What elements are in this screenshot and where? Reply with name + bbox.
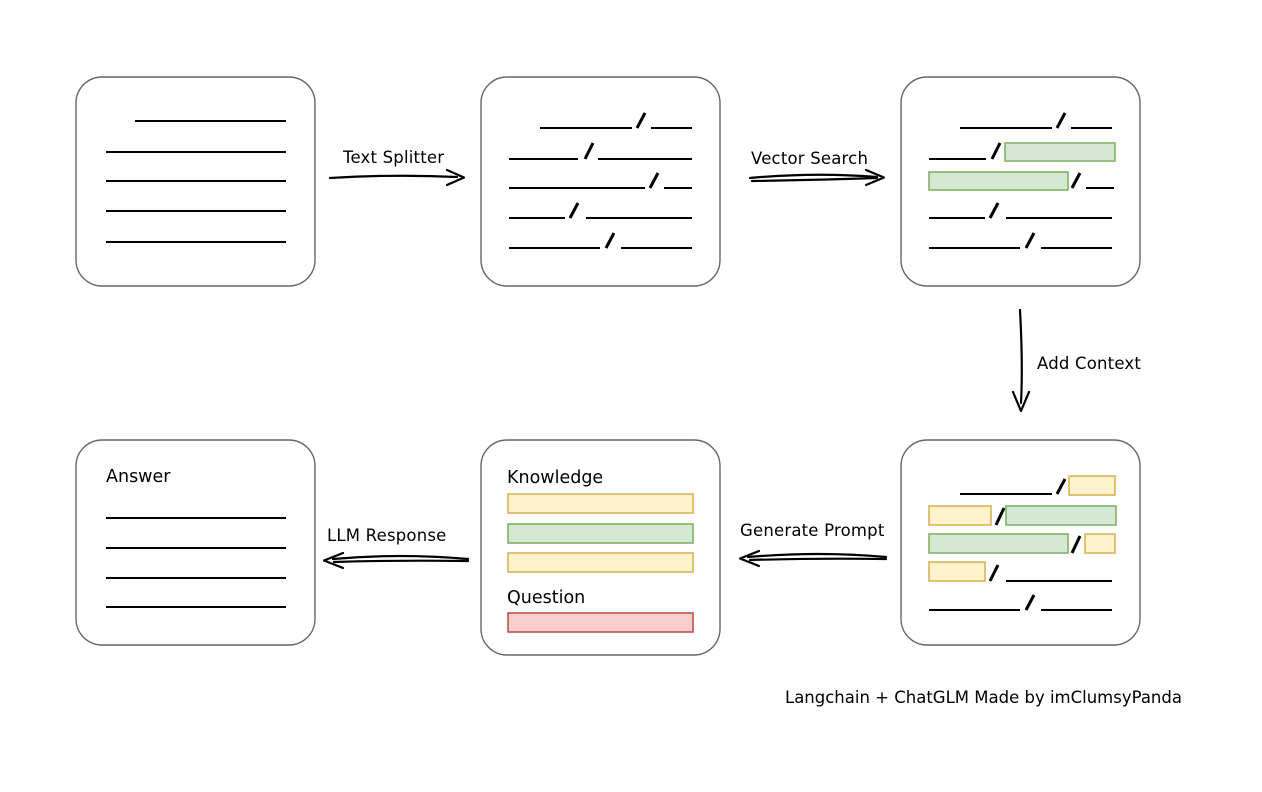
chunk-slash [988, 564, 1000, 582]
arrow-vector-search: Vector Search [748, 149, 886, 187]
chunk-slash [635, 112, 647, 129]
card-answer-frame [75, 439, 316, 646]
knowledge-bar-yellow [507, 552, 694, 573]
answer-heading: Answer [106, 467, 171, 487]
chunk-highlight-green [928, 533, 1069, 554]
arrow-llm-response-head [322, 551, 345, 570]
prompt-question-heading: Question [507, 588, 585, 608]
chunk-row [928, 171, 1114, 191]
chunk-slash [994, 507, 1006, 526]
chunk-row [928, 533, 1116, 554]
chunk-row [509, 202, 692, 220]
footer-credit: Langchain + ChatGLM Made by imClumsyPand… [785, 688, 1182, 707]
chunk-row [929, 142, 1116, 162]
chunk-row [928, 505, 1117, 526]
arrow-llm-response: LLM Response [322, 526, 470, 570]
prompt-knowledge-bars [507, 493, 694, 573]
arrow-text-splitter: Text Splitter [328, 148, 466, 187]
chunk-slash [1055, 112, 1067, 129]
chunk-slash [988, 202, 1000, 219]
arrow-add-context-head [1011, 390, 1031, 413]
chunk-slash [1024, 232, 1036, 249]
chunk-slash [1055, 478, 1067, 495]
chunk-slash [1024, 594, 1036, 611]
arrow-generate-prompt-shaft [746, 552, 888, 559]
prompt-question-bars [507, 612, 694, 633]
chunk-row [540, 112, 692, 130]
arrow-generate-prompt-label: Generate Prompt [740, 521, 885, 540]
chunk-highlight-yellow [1084, 533, 1116, 554]
card-prompt[interactable]: Knowledge Question [480, 439, 721, 656]
chunk-highlight-green [928, 171, 1069, 191]
chunk-slash [583, 142, 595, 160]
prompt-knowledge-heading: Knowledge [507, 468, 603, 488]
arrow-vector-search-label: Vector Search [751, 149, 868, 168]
arrow-llm-response-shaft [331, 554, 470, 561]
source-document-lines [106, 119, 286, 244]
knowledge-bar-green [507, 523, 694, 544]
arrow-generate-prompt: Generate Prompt [738, 521, 888, 568]
arrow-vector-search-shaft [748, 173, 879, 180]
arrow-add-context-label: Add Context [1037, 354, 1141, 373]
chunk-highlight-yellow [928, 561, 986, 582]
chunk-row [509, 232, 692, 250]
card-matched-chunks[interactable] [900, 76, 1141, 287]
arrow-vector-search-shaft-2 [750, 176, 879, 183]
chunk-slash [990, 142, 1002, 160]
chunk-highlight-yellow [928, 505, 992, 526]
arrow-text-splitter-label: Text Splitter [342, 148, 444, 167]
chunk-row [509, 172, 692, 190]
split-chunks-rows [509, 112, 692, 250]
arrow-add-context-shaft [1018, 308, 1023, 405]
answer-lines [106, 516, 286, 609]
chunk-highlight-green [1005, 505, 1117, 526]
context-chunks-rows [928, 475, 1117, 612]
arrow-llm-response-label: LLM Response [327, 526, 447, 545]
card-context-chunks[interactable] [900, 439, 1141, 646]
question-bar-red [507, 612, 694, 633]
chunk-row [960, 112, 1112, 130]
chunk-slash [568, 202, 580, 219]
chunk-row [929, 202, 1112, 220]
arrow-add-context: Add Context [1011, 308, 1141, 413]
card-split-chunks[interactable] [480, 76, 721, 287]
chunk-slash [648, 172, 660, 189]
chunk-slash [1070, 172, 1082, 189]
card-answer[interactable]: Answer [75, 439, 316, 646]
chunk-highlight-green [1004, 142, 1116, 162]
arrow-text-splitter-head [445, 168, 466, 187]
arrow-generate-prompt-head [738, 549, 761, 568]
chunk-row [929, 594, 1112, 612]
chunk-slash [604, 232, 616, 249]
knowledge-bar-yellow [507, 493, 694, 514]
card-source-document[interactable] [75, 76, 316, 287]
chunk-row [928, 561, 1112, 583]
arrow-vector-search-head [864, 168, 886, 187]
chunk-row [509, 142, 692, 161]
card-split-chunks-frame [480, 76, 721, 287]
chunk-highlight-yellow [1068, 475, 1116, 496]
chunk-row [929, 232, 1112, 250]
arrow-llm-response-shaft-2 [332, 559, 470, 564]
arrow-text-splitter-shaft [328, 174, 459, 180]
chunk-row [960, 475, 1116, 496]
arrow-generate-prompt-shaft-2 [748, 557, 888, 562]
matched-chunks-rows [928, 112, 1116, 250]
chunk-slash [1070, 535, 1082, 554]
